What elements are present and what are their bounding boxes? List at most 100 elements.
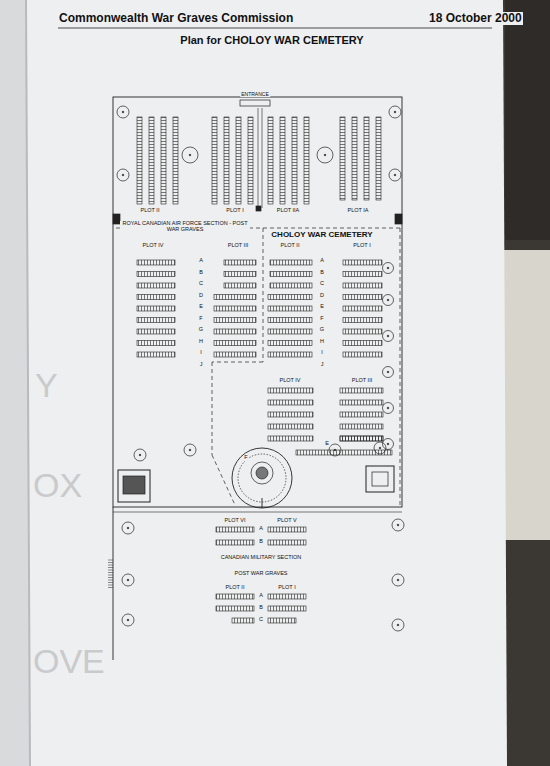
grave-row	[137, 272, 175, 277]
grave-row	[137, 260, 175, 265]
tree	[139, 454, 141, 456]
grave-row	[214, 306, 256, 311]
tree	[379, 447, 381, 449]
boundary-line	[113, 512, 402, 513]
grave-row	[224, 260, 256, 265]
grave-row	[137, 117, 142, 204]
tree	[387, 407, 389, 409]
row-letter: H	[319, 339, 325, 345]
boundary-line	[108, 565, 113, 566]
grave-row	[137, 306, 175, 311]
tree	[387, 371, 389, 373]
shelter-building	[372, 472, 388, 486]
grave-row	[343, 306, 382, 311]
tree	[127, 579, 129, 581]
tree	[329, 444, 341, 456]
tree	[383, 331, 394, 342]
tree	[387, 335, 389, 337]
row-letter: I	[320, 350, 324, 356]
boundary-line	[262, 498, 263, 508]
boundary-line	[108, 577, 113, 578]
grave-row	[224, 272, 256, 277]
tree	[383, 367, 394, 378]
grave-row	[343, 352, 382, 357]
shelter-building	[123, 476, 145, 494]
boundary-line	[262, 108, 263, 208]
grave-row	[236, 117, 241, 204]
grave-row	[343, 295, 382, 300]
grave-row	[268, 329, 312, 334]
grave-row	[268, 424, 313, 429]
tree	[122, 522, 134, 534]
grave-row	[137, 329, 175, 334]
grave-row	[340, 436, 383, 441]
grave-row	[268, 618, 296, 623]
row-letter: E	[324, 441, 330, 447]
grave-row	[232, 618, 254, 623]
plot-label: CANADIAN MILITARY SECTION	[220, 555, 303, 561]
row-letter: G	[319, 327, 325, 333]
tree	[127, 619, 129, 621]
plot-label: ROYAL CANADIAN AIR FORCE SECTION - POST …	[120, 221, 250, 233]
grave-row	[214, 318, 256, 323]
row-letter: F	[198, 316, 203, 322]
memorial	[232, 448, 292, 508]
row-letter: A	[258, 526, 264, 532]
register-box	[113, 214, 120, 224]
grave-row	[270, 260, 312, 265]
boundary-line	[108, 585, 113, 586]
tree	[122, 111, 124, 113]
boundary-line	[258, 108, 259, 208]
boundary-line	[263, 228, 264, 362]
shelter-building	[366, 466, 394, 492]
grave-row	[270, 283, 312, 288]
register-box	[395, 214, 402, 224]
row-letter: F	[243, 455, 248, 461]
row-letter: A	[258, 593, 264, 599]
plot-label: POST WAR GRAVES	[233, 571, 288, 577]
tree	[387, 443, 389, 445]
plot-label: PLOT I	[277, 585, 296, 591]
grave-row	[268, 594, 306, 599]
grave-row	[268, 540, 306, 545]
tree	[324, 154, 326, 156]
tree	[182, 147, 198, 163]
grave-row	[343, 260, 382, 265]
plot-label: PLOT IV	[142, 243, 165, 249]
cross-marker	[256, 206, 261, 211]
grave-row	[224, 117, 229, 204]
tree	[383, 295, 394, 306]
row-letter: B	[319, 270, 325, 276]
row-letter: F	[319, 316, 324, 322]
tree	[127, 527, 129, 529]
tree	[134, 449, 146, 461]
tree	[122, 614, 134, 626]
plot-label: PLOT II	[225, 585, 246, 591]
grave-row	[268, 306, 312, 311]
grave-row	[173, 117, 178, 204]
row-letter: A	[319, 258, 325, 264]
grave-row	[343, 329, 382, 334]
row-letter: H	[198, 339, 204, 345]
row-letter: G	[198, 327, 204, 333]
row-letter: C	[319, 281, 325, 287]
row-letter: B	[258, 539, 264, 545]
plot-label: PLOT II	[280, 243, 301, 249]
grave-row	[216, 527, 254, 532]
tree	[387, 267, 389, 269]
grave-row	[364, 117, 369, 200]
tree	[392, 574, 404, 586]
tree	[189, 154, 191, 156]
header-text: Commonwealth War Graves Commission	[58, 12, 294, 25]
boundary-line	[108, 572, 113, 573]
tree	[392, 619, 404, 631]
grave-row	[343, 283, 382, 288]
tree	[117, 106, 129, 118]
row-letter: C	[198, 281, 204, 287]
grave-row	[268, 400, 313, 405]
grave-row	[268, 352, 312, 357]
shelter-building	[118, 470, 150, 502]
tree	[184, 444, 196, 456]
boundary-line	[212, 362, 213, 455]
boundary-line	[108, 587, 113, 588]
